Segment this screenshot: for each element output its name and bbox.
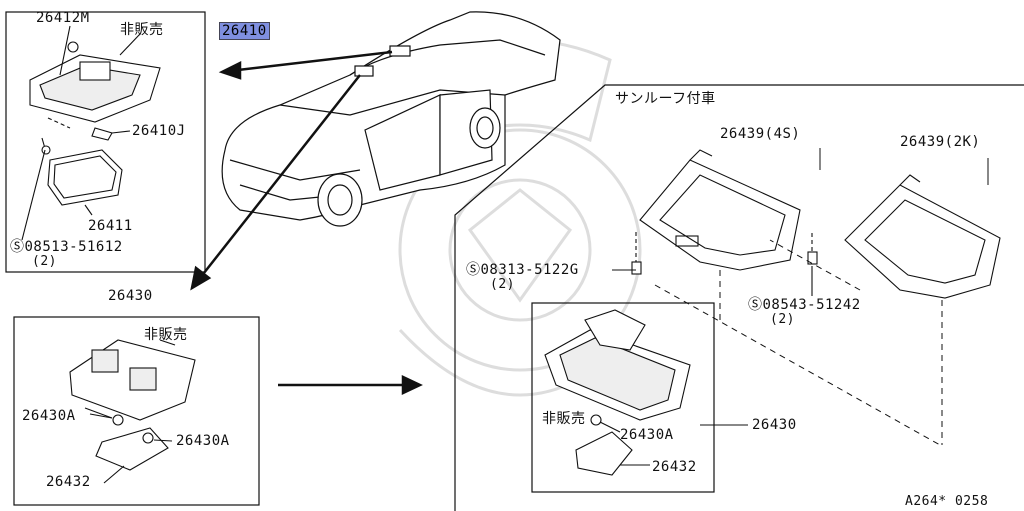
screw-code: 08513-51612 [24,239,123,255]
screw2-label: Ⓢ08543-51242 [748,297,861,313]
part-label-26411: 26411 [88,218,133,234]
sunroof-lamp-assembly [544,309,748,476]
part-label-26410J: 26410J [132,123,186,139]
car-illustration [221,11,561,227]
leader-lines [84,148,989,419]
part-label-26430A-right: 26430A [176,433,230,449]
bracket-4s [639,149,801,271]
map-lamp-assembly [21,25,161,241]
screw1-qty: (2) [490,277,515,292]
sunroof-section-frame [454,84,1024,511]
top-left-box-frame [5,11,206,273]
part-label-26432: 26432 [46,474,91,490]
sunroof-screws [612,232,818,296]
part-label-26410[interactable]: 26410 [219,22,270,40]
screw2-code: 08543-51242 [762,297,861,313]
screw-qty: (2) [32,254,57,269]
part-label-26412M: 26412M [36,10,90,26]
screw1-code: 08313-5122G [480,262,579,278]
screw1-label: Ⓢ08313-5122G [466,262,579,278]
part-label-26439-4S: 26439(4S) [720,126,801,142]
sunroof-section-title: サンルーフ付車 [615,91,716,107]
not-for-sale-label-2: 非販売 [144,327,188,343]
part-label-26432-sunroof: 26432 [652,459,697,475]
screw2-qty: (2) [770,312,795,327]
dashed-guides [654,239,943,446]
bottom-box-title: 26430 [108,288,153,304]
not-for-sale-label-3: 非販売 [542,411,586,427]
bottom-left-box-frame [13,316,260,506]
arrows [190,50,423,395]
screw-label: Ⓢ08513-51612 [10,239,123,255]
part-label-26439-2K: 26439(2K) [900,134,981,150]
sunroof-lamp-box-frame [531,302,715,493]
part-label-26430A-sunroof: 26430A [620,427,674,443]
room-lamp-assembly [69,339,196,484]
bracket-2k [844,174,1001,299]
part-label-26430-sunroof: 26430 [752,417,797,433]
not-for-sale-label: 非販売 [120,22,164,38]
part-label-26430A-left: 26430A [22,408,76,424]
diagram-code: A264* 0258 [905,494,989,509]
